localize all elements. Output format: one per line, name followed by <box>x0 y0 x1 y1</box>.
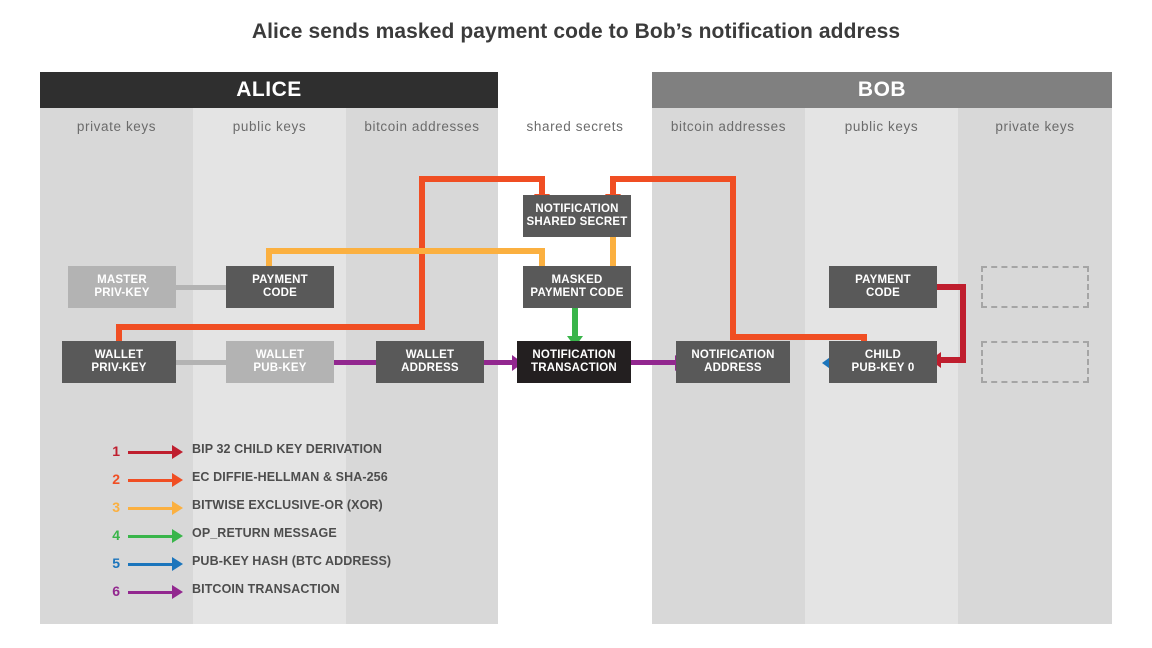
ecdh-right-low-run <box>730 334 867 340</box>
legend-item-2: 2 EC DIFFIE-HELLMAN & SHA-256 <box>106 468 436 496</box>
legend-label: BIP 32 CHILD KEY DERIVATION <box>192 442 383 456</box>
node-label-line2: CODE <box>262 287 298 299</box>
xor-secret-drop-to-masked <box>610 236 616 274</box>
bip32-bottom-run <box>941 357 966 363</box>
diagram-canvas: ALICE BOB private keys public keys bitco… <box>40 72 1112 624</box>
node-label-line1: MASTER <box>97 274 147 286</box>
legend-number: 2 <box>112 471 120 487</box>
node-label-line2: SHARED SECRET <box>526 216 628 228</box>
node-label-line1: CHILD <box>864 349 902 361</box>
node-alice-wallet-address[interactable]: WALLET ADDRESS <box>376 341 484 383</box>
node-label-line1: WALLET <box>94 349 144 361</box>
bip32-top-run <box>929 284 966 290</box>
column-header-bob-bitcoin-addresses: bitcoin addresses <box>670 119 787 134</box>
node-bob-notification-address[interactable]: NOTIFICATION ADDRESS <box>676 341 790 383</box>
legend-arrow-line <box>128 563 172 566</box>
xor-payment-code-riser <box>266 248 272 276</box>
node-masked-payment-code[interactable]: MASKED PAYMENT CODE <box>523 266 631 308</box>
page-title: Alice sends masked payment code to Bob’s… <box>251 20 901 43</box>
legend-arrow-line <box>128 591 172 594</box>
column-header-shared-secrets: shared secrets <box>526 119 624 134</box>
node-alice-wallet-pub-key[interactable]: WALLET PUB-KEY <box>226 341 334 383</box>
legend-arrow-line <box>128 479 172 482</box>
legend-number: 5 <box>112 555 120 571</box>
legend-item-3: 3 BITWISE EXCLUSIVE-OR (XOR) <box>106 496 436 524</box>
node-label-line2: ADDRESS <box>401 362 459 374</box>
legend-label: OP_RETURN MESSAGE <box>192 526 337 540</box>
ecdh-left-riser <box>116 324 122 350</box>
xor-horizontal-run <box>266 248 545 254</box>
ecdh-right-drop <box>610 176 616 196</box>
opreturn-drop <box>572 306 578 338</box>
link-wallet-priv-to-wallet-pub <box>171 360 231 365</box>
ecdh-left-drop <box>539 176 545 196</box>
legend-number: 3 <box>112 499 120 515</box>
ecdh-right-vertical <box>730 176 736 340</box>
legend-arrow-icon <box>172 529 183 543</box>
legend-arrow-line <box>128 535 172 538</box>
node-label-line2: ADDRESS <box>704 362 762 374</box>
legend-number: 1 <box>112 443 120 459</box>
ecdh-right-upper-run <box>610 176 736 182</box>
legend-arrow-icon <box>172 585 183 599</box>
node-label-line1: PAYMENT <box>252 274 308 286</box>
node-label-line2: PRIV-KEY <box>94 287 150 299</box>
party-header-bob: BOB <box>652 72 1112 108</box>
link-master-to-payment-code <box>171 285 231 290</box>
column-header-alice-bitcoin-addresses: bitcoin addresses <box>364 119 480 134</box>
bip32-vertical <box>960 284 966 360</box>
node-bob-payment-code[interactable]: PAYMENT CODE <box>829 266 937 308</box>
party-header-alice: ALICE <box>40 72 498 108</box>
legend-number: 6 <box>112 583 120 599</box>
ecdh-left-top-run <box>116 324 425 330</box>
legend-arrow-icon <box>172 473 183 487</box>
node-label-line2: PRIV-KEY <box>91 362 147 374</box>
legend: 1 BIP 32 CHILD KEY DERIVATION 2 EC DIFFI… <box>106 440 436 608</box>
node-bob-private-placeholder-2 <box>981 341 1089 383</box>
pubkeyhash-arrowhead <box>822 355 833 371</box>
legend-arrow-icon <box>172 501 183 515</box>
node-label-line1: WALLET <box>255 349 305 361</box>
node-alice-payment-code[interactable]: PAYMENT CODE <box>226 266 334 308</box>
node-bob-child-pub-key-0[interactable]: CHILD PUB-KEY 0 <box>829 341 937 383</box>
node-label-line1: MASKED <box>551 274 603 286</box>
legend-item-1: 1 BIP 32 CHILD KEY DERIVATION <box>106 440 436 468</box>
ecdh-left-upper-run <box>419 176 545 182</box>
txn-notification-to-address <box>630 360 682 365</box>
node-label-line2: PUB-KEY 0 <box>851 362 915 374</box>
node-bob-private-placeholder-1 <box>981 266 1089 308</box>
column-bob-private-keys <box>958 72 1112 624</box>
node-label-line2: PAYMENT CODE <box>530 287 624 299</box>
legend-arrow-line <box>128 507 172 510</box>
node-label-line2: TRANSACTION <box>531 362 617 374</box>
xor-left-drop-to-masked <box>539 248 545 274</box>
legend-label: BITWISE EXCLUSIVE-OR (XOR) <box>192 498 383 512</box>
legend-arrow-icon <box>172 557 183 571</box>
legend-label: PUB-KEY HASH (BTC ADDRESS) <box>192 554 392 568</box>
node-label-line1: NOTIFICATION <box>691 349 775 361</box>
node-label-line2: CODE <box>865 287 901 299</box>
legend-item-5: 5 PUB-KEY HASH (BTC ADDRESS) <box>106 552 436 580</box>
node-alice-wallet-priv-key[interactable]: WALLET PRIV-KEY <box>62 341 176 383</box>
legend-arrow-line <box>128 451 172 454</box>
legend-arrow-icon <box>172 445 183 459</box>
node-alice-master-priv-key[interactable]: MASTER PRIV-KEY <box>68 266 176 308</box>
column-header-bob-private-keys: private keys <box>995 119 1075 134</box>
column-header-bob-public-keys: public keys <box>844 119 919 134</box>
legend-item-6: 6 BITCOIN TRANSACTION <box>106 580 436 608</box>
node-label-line2: PUB-KEY <box>253 362 307 374</box>
legend-item-4: 4 OP_RETURN MESSAGE <box>106 524 436 552</box>
node-label-line1: NOTIFICATION <box>535 203 619 215</box>
node-notification-shared-secret[interactable]: NOTIFICATION SHARED SECRET <box>523 195 631 237</box>
node-label-line1: NOTIFICATION <box>532 349 616 361</box>
node-label-line1: PAYMENT <box>855 274 911 286</box>
node-label-line1: WALLET <box>405 349 455 361</box>
legend-label: BITCOIN TRANSACTION <box>192 582 340 596</box>
node-notification-transaction[interactable]: NOTIFICATION TRANSACTION <box>517 341 631 383</box>
legend-number: 4 <box>112 527 120 543</box>
column-header-alice-private-keys: private keys <box>76 119 157 134</box>
column-header-alice-public-keys: public keys <box>232 119 307 134</box>
legend-label: EC DIFFIE-HELLMAN & SHA-256 <box>192 470 388 484</box>
